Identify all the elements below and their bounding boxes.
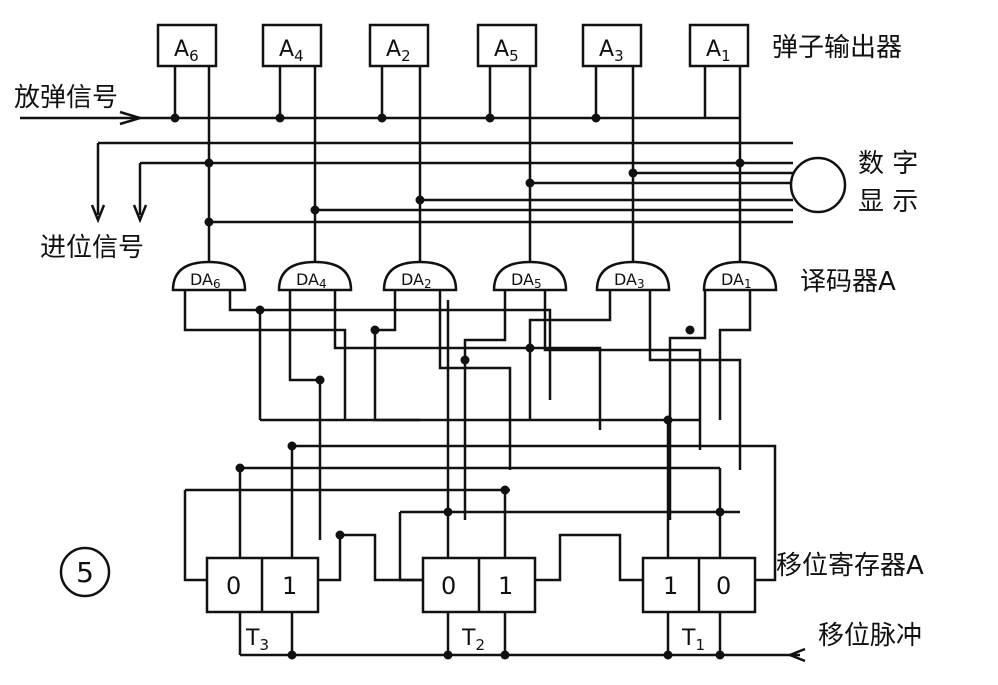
gate-da6: DA6 bbox=[171, 260, 247, 292]
svg-text:1: 1 bbox=[282, 572, 297, 600]
label-decoder: 译码器A bbox=[800, 267, 896, 297]
register-t1: 1 0 T1 bbox=[641, 556, 757, 654]
digital-display bbox=[789, 156, 847, 214]
svg-text:T3: T3 bbox=[245, 626, 269, 654]
svg-text:DA2: DA2 bbox=[401, 270, 432, 291]
svg-text:DA3: DA3 bbox=[614, 270, 645, 291]
register-t2: 0 1 T2 bbox=[421, 556, 537, 654]
svg-text:0: 0 bbox=[441, 572, 456, 600]
svg-text:5: 5 bbox=[76, 556, 94, 589]
output-box-a5: A5 bbox=[476, 23, 538, 68]
svg-text:1: 1 bbox=[498, 572, 513, 600]
svg-text:0: 0 bbox=[226, 572, 241, 600]
label-shift-register: 移位寄存器A bbox=[776, 551, 924, 581]
svg-text:0: 0 bbox=[716, 572, 731, 600]
svg-text:T1: T1 bbox=[681, 626, 705, 654]
svg-text:A5: A5 bbox=[494, 37, 519, 65]
svg-text:DA6: DA6 bbox=[190, 270, 221, 291]
figure-number: 5 bbox=[59, 546, 111, 598]
label-display-line1: 数 字 bbox=[858, 149, 918, 179]
svg-text:A1: A1 bbox=[706, 37, 731, 65]
gate-da5: DA5 bbox=[492, 260, 568, 292]
output-box-a3: A3 bbox=[581, 23, 643, 68]
output-box-a1: A1 bbox=[688, 23, 750, 68]
register-t3: 0 1 T3 bbox=[205, 556, 320, 654]
svg-text:T2: T2 bbox=[461, 626, 485, 654]
output-box-a2: A2 bbox=[368, 23, 430, 68]
label-carry-signal: 进位信号 bbox=[40, 233, 144, 263]
gate-da1: DA1 bbox=[702, 260, 778, 292]
svg-text:A6: A6 bbox=[174, 37, 199, 65]
gate-da3: DA3 bbox=[595, 260, 671, 292]
label-ejector-output: 弹子输出器 bbox=[772, 33, 902, 63]
label-release-signal: 放弹信号 bbox=[14, 83, 118, 113]
junction-dots bbox=[170, 113, 745, 660]
svg-text:DA1: DA1 bbox=[721, 270, 752, 291]
svg-text:A3: A3 bbox=[599, 37, 624, 65]
output-box-a4: A4 bbox=[261, 23, 323, 68]
gate-da4: DA4 bbox=[277, 260, 353, 292]
svg-text:DA4: DA4 bbox=[296, 270, 327, 291]
gate-da2: DA2 bbox=[382, 260, 458, 292]
svg-text:A2: A2 bbox=[386, 37, 411, 65]
label-display-line2: 显 示 bbox=[858, 187, 918, 217]
svg-text:A4: A4 bbox=[279, 37, 304, 65]
svg-text:1: 1 bbox=[663, 572, 678, 600]
output-box-a6: A6 bbox=[156, 23, 218, 68]
svg-text:DA5: DA5 bbox=[511, 270, 542, 291]
label-shift-pulse: 移位脉冲 bbox=[818, 621, 922, 651]
